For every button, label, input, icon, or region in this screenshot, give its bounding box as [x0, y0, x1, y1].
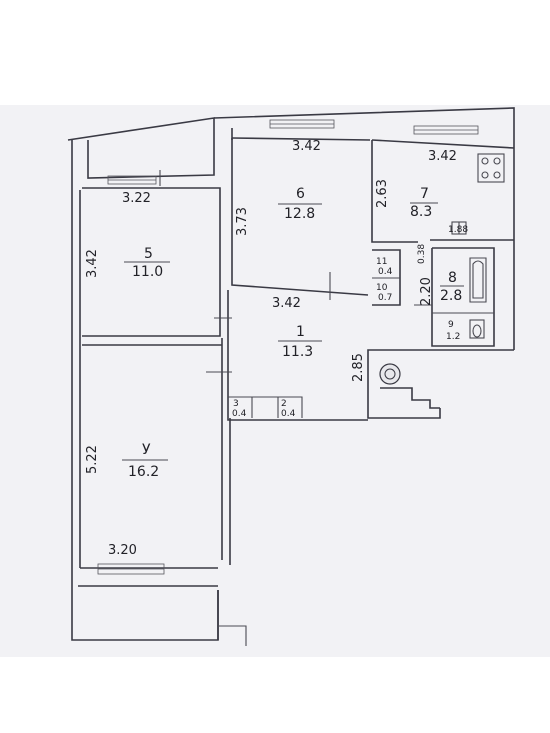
room-5-area: 11.0 — [132, 264, 163, 280]
paper — [0, 105, 550, 657]
stove-icon — [477, 153, 505, 183]
room-2-number: 2 — [281, 399, 287, 409]
room-3-area: 0.4 — [232, 409, 247, 419]
room-3-number: 3 — [233, 399, 239, 409]
dim-hall-width: 3.42 — [272, 296, 301, 311]
room-5-number: 5 — [144, 246, 153, 262]
gas-riser-icon — [379, 363, 401, 385]
dim-hall-depth: 2.85 — [351, 353, 366, 382]
room-8-number: 8 — [448, 270, 457, 286]
dim-corridor: 0.38 — [417, 244, 427, 264]
dim-bath-width: 1.88 — [448, 225, 468, 235]
room-8-area: 2.8 — [440, 288, 462, 304]
room-10-number: 10 — [376, 283, 388, 293]
room-9-area: 1.2 — [446, 332, 460, 342]
dim-room7-width: 3.42 — [428, 149, 457, 164]
room-9-number: 9 — [448, 320, 454, 330]
dim-room6-depth: 3.73 — [235, 207, 250, 236]
room-6-number: 6 — [296, 186, 305, 202]
room-11-area: 0.4 — [378, 267, 393, 277]
windows — [97, 119, 479, 575]
room-10-area: 0.7 — [378, 293, 392, 303]
dim-room4-depth: 5.22 — [85, 445, 100, 474]
dim-room5-width: 3.22 — [122, 191, 151, 206]
room-6-area: 12.8 — [284, 206, 315, 222]
room-7-area: 8.3 — [410, 204, 432, 220]
room-7-number: 7 — [420, 186, 429, 202]
room-11-number: 11 — [376, 257, 387, 267]
room-4-number: У — [142, 442, 151, 458]
room-1-number: 1 — [296, 324, 305, 340]
room-labels: 6 12.8 7 8.3 5 11.0 1 11.3 У 16.2 3 0.4 … — [122, 186, 464, 480]
dim-room7-depth: 2.63 — [375, 179, 390, 208]
dim-bath-depth: 2.20 — [419, 277, 434, 306]
sink-icon — [451, 221, 467, 235]
room-1-area: 11.3 — [282, 344, 313, 360]
dimension-labels: 3.42 3.42 3.22 3.42 3.20 1.88 3.42 3.73 … — [85, 139, 468, 558]
dim-room4-width: 3.20 — [108, 543, 137, 558]
bathtub-icon — [469, 257, 487, 303]
room-4-area: 16.2 — [128, 464, 159, 480]
dim-room5-depth: 3.42 — [85, 249, 100, 278]
toilet-icon — [469, 319, 485, 339]
interior-walls — [82, 137, 515, 565]
outer-walls — [67, 107, 515, 646]
room-2-area: 0.4 — [281, 409, 296, 419]
dim-room6-width: 3.42 — [292, 139, 321, 154]
